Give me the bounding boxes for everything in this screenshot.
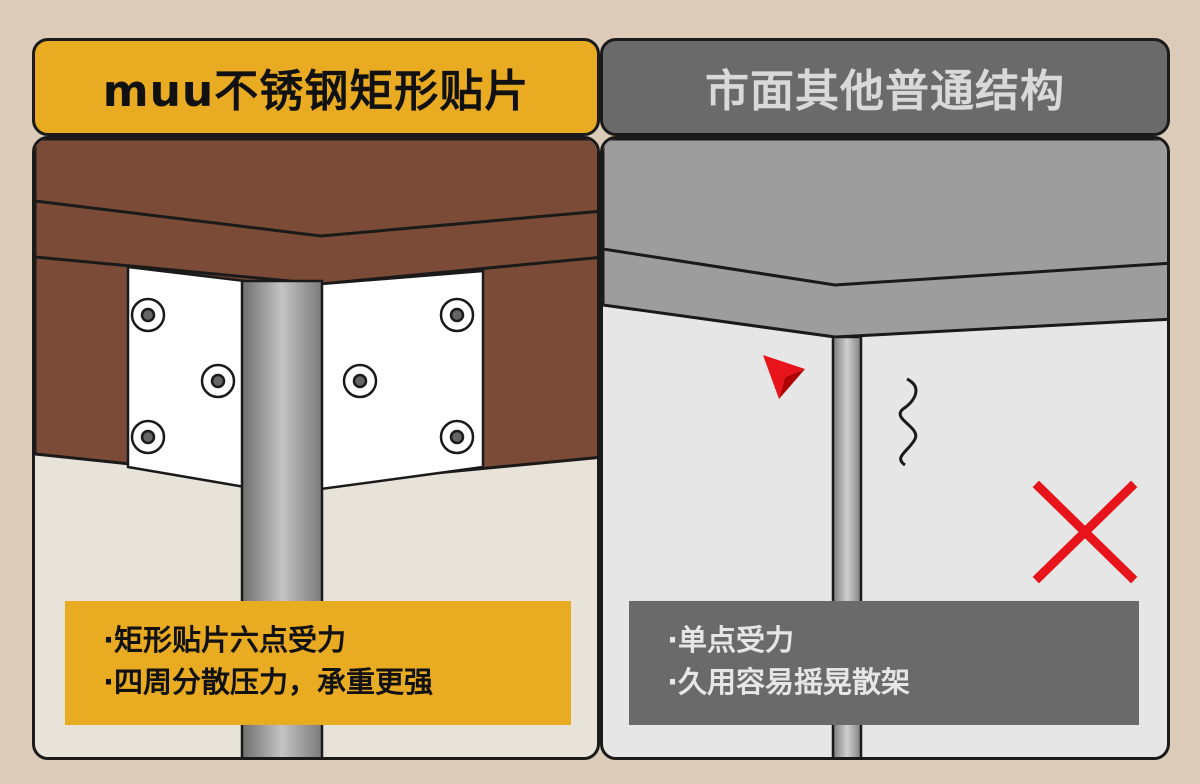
other-drawback-2: ·久用容易摇晃散架 xyxy=(667,665,911,699)
red-arrow-icon xyxy=(763,355,805,399)
muu-benefits-box: ·矩形贴片六点受力 ·四周分散压力，承重更强 xyxy=(65,601,571,725)
table-edge-line xyxy=(603,247,1167,287)
header-muu: muu不锈钢矩形贴片 xyxy=(32,38,600,136)
header-muu-title: muu不锈钢矩形贴片 xyxy=(102,66,530,117)
other-drawbacks-box: ·单点受力 ·久用容易摇晃散架 xyxy=(629,601,1139,725)
muu-benefit-2: ·四周分散压力，承重更强 xyxy=(103,665,434,699)
table-top-gray xyxy=(603,139,1167,339)
other-illustration xyxy=(603,139,1167,757)
wobble-icon xyxy=(898,377,918,467)
cross-icon xyxy=(1032,480,1138,584)
header-other: 市面其他普通结构 xyxy=(600,38,1170,136)
muu-benefit-1: ·矩形贴片六点受力 xyxy=(103,623,347,657)
muu-structure-panel: ·矩形贴片六点受力 ·四周分散压力，承重更强 xyxy=(32,136,600,760)
other-drawback-1: ·单点受力 xyxy=(667,623,795,657)
screw-icon xyxy=(130,297,475,455)
header-other-title: 市面其他普通结构 xyxy=(705,66,1065,117)
other-structure-panel: ·单点受力 ·久用容易摇晃散架 xyxy=(600,136,1170,760)
table-edge-line-upper xyxy=(35,199,597,238)
